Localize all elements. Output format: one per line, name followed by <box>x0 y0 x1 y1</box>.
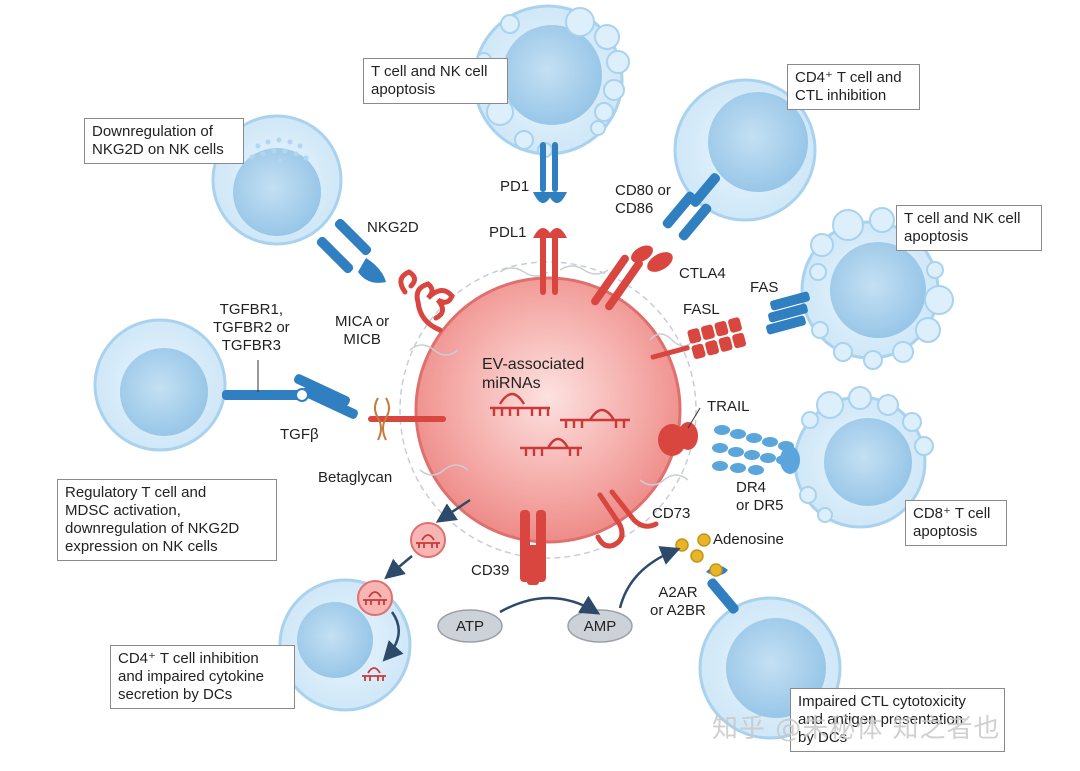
watermark: 知乎 @朱秘体 知之者也 <box>712 714 1001 744</box>
amp-label: AMP <box>584 618 617 635</box>
mirna-release-arrow <box>382 611 404 662</box>
nkg2d-label: NKG2D <box>367 219 419 236</box>
tgfbr-label: TGFBR1, TGFBR2 or TGFBR3 <box>213 301 290 354</box>
amp-molecule: AMP <box>567 609 633 643</box>
ctla4-ligand <box>591 245 673 311</box>
cd80-cd86-receptor <box>662 173 721 241</box>
atp-molecule: ATP <box>437 609 503 643</box>
nkg2d-receptor <box>316 218 386 283</box>
label-cd4-dc-inhibition: CD4⁺ T cell inhibition and impaired cyto… <box>110 645 295 709</box>
ctla4-label: CTLA4 <box>679 265 726 282</box>
label-ctl-impaired: Impaired CTL cytotoxicity and antigen pr… <box>790 688 1005 752</box>
extracellular-vesicle <box>399 261 697 559</box>
leader-lines <box>257 360 701 429</box>
fas-label: FAS <box>750 279 779 296</box>
mica-micb-ligand <box>398 269 455 333</box>
released-mirna <box>362 667 386 681</box>
fasl-ligand <box>650 317 747 360</box>
pdl1-label: PDL1 <box>489 224 527 241</box>
pdl1-ligand <box>533 228 567 295</box>
label-regulatory-t-cell: Regulatory T cell and MDSC activation, d… <box>57 479 277 561</box>
label-t-nk-apoptosis-right: T cell and NK cell apoptosis <box>896 205 1042 251</box>
internalised-vesicle <box>357 580 393 616</box>
ev-mirna-label: EV-associated miRNAs <box>482 356 585 392</box>
a2ar-a2br-label: A2AR or A2BR <box>650 584 706 619</box>
fas-receptor <box>766 291 810 335</box>
nk-cell-left <box>211 114 343 246</box>
trail-ligand <box>658 422 698 456</box>
dr4-dr5-receptor <box>712 425 800 475</box>
label-t-nk-apoptosis-top: T cell and NK cell apoptosis <box>363 58 508 104</box>
adenosine-label: Adenosine <box>713 531 784 548</box>
betaglycan-label: Betaglycan <box>318 469 393 486</box>
atp-label: ATP <box>456 618 484 635</box>
tgfb-label: TGFβ <box>280 426 319 443</box>
vesicle-to-dc-arrow <box>384 555 413 580</box>
label-nkg2d-downregulation: Downregulation of NKG2D on NK cells <box>84 118 244 164</box>
fasl-label: FASL <box>683 301 720 318</box>
amp-to-adenosine-arrow <box>618 546 681 609</box>
mica-micb-label: MICA or MICB <box>335 313 390 348</box>
cd39-label: CD39 <box>471 562 510 579</box>
label-cd4-ctl-inhibition: CD4⁺ T cell and CTL inhibition <box>787 64 920 110</box>
label-cd8-apoptosis: CD8⁺ T cell apoptosis <box>905 500 1007 546</box>
adenosine-molecules <box>675 533 723 577</box>
cd73-label: CD73 <box>652 505 691 522</box>
cd39-enzyme <box>520 510 546 585</box>
tgfbr-receptor <box>222 374 358 419</box>
t-nk-cell-right <box>800 207 954 370</box>
pd1-receptor <box>533 142 567 203</box>
dr4-dr5-label: DR4 or DR5 <box>736 479 784 514</box>
ev-to-vesicle-arrow <box>435 498 471 523</box>
regulatory-t-cell <box>93 318 227 452</box>
cd8-t-cell <box>793 386 934 529</box>
pd1-label: PD1 <box>500 178 530 195</box>
atp-to-amp-arrow <box>499 595 601 615</box>
small-vesicle <box>410 522 446 558</box>
cd80-cd86-label: CD80 or CD86 <box>615 182 671 217</box>
trail-label: TRAIL <box>707 398 750 415</box>
betaglycan-ligand <box>368 397 446 441</box>
cd73-enzyme <box>595 489 659 549</box>
